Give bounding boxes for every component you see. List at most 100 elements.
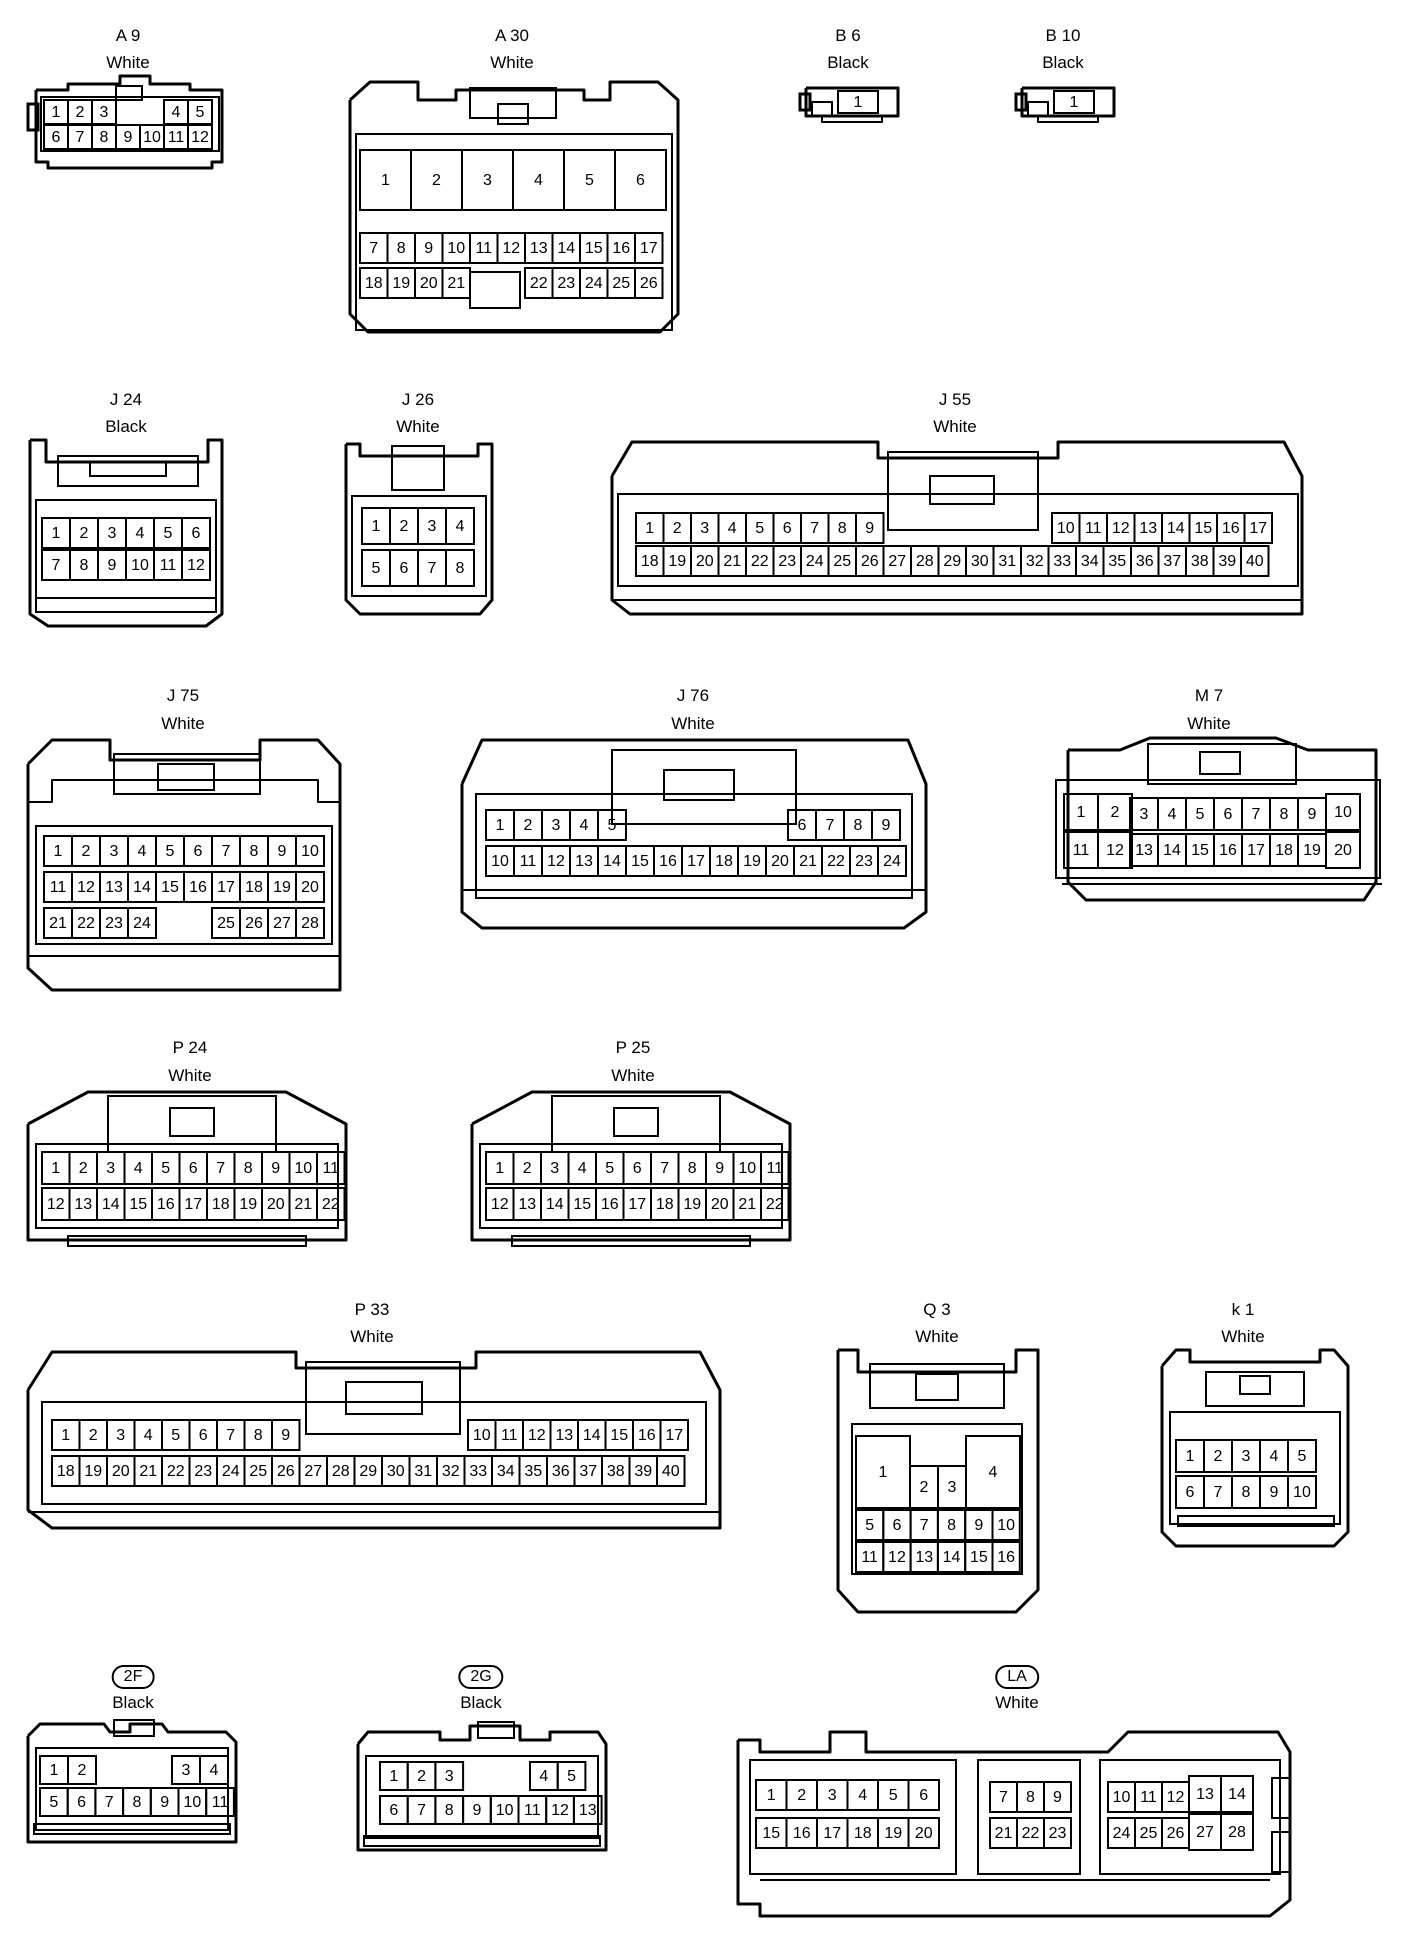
j75-housing	[26, 738, 342, 992]
pin-number: 18	[1275, 842, 1293, 859]
pin-number: 5	[605, 1160, 614, 1177]
connector-id-b10: B 10	[1045, 26, 1081, 45]
pin-number: 11	[212, 1794, 229, 1811]
a30-housing	[348, 80, 680, 334]
pin-number: 5	[372, 560, 381, 577]
pin-number: 40	[662, 1463, 680, 1480]
pin-number: 1	[61, 1427, 70, 1444]
pin-cavity	[1243, 512, 1273, 544]
pin-number: 5	[567, 1768, 576, 1785]
pin-number: 20	[1334, 842, 1352, 859]
pin-number: 12	[528, 1427, 546, 1444]
pin-number: 12	[191, 129, 209, 146]
pin-number: 23	[855, 853, 873, 870]
pin-number: 8	[947, 1517, 956, 1534]
pin-number: 13	[530, 240, 548, 257]
pin-number: 17	[640, 240, 658, 257]
pin-number: 23	[105, 915, 123, 932]
pin-number: 14	[557, 240, 575, 257]
pin-number: 9	[1308, 806, 1317, 823]
pin-number: 16	[189, 879, 207, 896]
pin-number: 14	[943, 1549, 961, 1566]
2g-key	[477, 1721, 515, 1739]
pin-number: 3	[700, 520, 709, 537]
pin-number: 21	[799, 853, 817, 870]
pin-number: 5	[889, 1787, 898, 1804]
pin-number: 18	[245, 879, 263, 896]
pin-number: 7	[52, 557, 61, 574]
pin-cavity	[991, 1509, 1021, 1541]
pin-number: 23	[1049, 1825, 1067, 1842]
pin-number: 17	[823, 1825, 841, 1842]
pin-number: 7	[1252, 806, 1261, 823]
pin-cavity	[205, 1787, 235, 1817]
pin-number: 1	[645, 520, 654, 537]
k1-face	[1169, 1411, 1341, 1525]
j26-latch	[391, 445, 445, 491]
pin-number: 32	[442, 1463, 460, 1480]
pin-cavity	[295, 835, 325, 867]
b6-base	[821, 116, 883, 123]
pin-number: 4	[1270, 1448, 1279, 1465]
pin-number: 8	[132, 1794, 141, 1811]
pin-cavity	[1220, 1775, 1254, 1813]
connector-id-q3: Q 3	[923, 1300, 951, 1319]
pin-number: 10	[143, 129, 161, 146]
pin-number: 6	[892, 1517, 901, 1534]
pin-number: 16	[659, 853, 677, 870]
pin-number: 9	[108, 557, 117, 574]
pin-number: 36	[552, 1463, 570, 1480]
pin-number: 5	[196, 104, 205, 121]
pin-number: 1	[381, 172, 390, 189]
pin-number: 3	[116, 1427, 125, 1444]
pin-cavity	[316, 1151, 346, 1185]
pin-number: 5	[1196, 806, 1205, 823]
pin-number: 10	[1057, 520, 1075, 537]
pin-number: 3	[948, 1479, 957, 1496]
pin-number: 19	[239, 1196, 257, 1213]
pin-number: 8	[456, 560, 465, 577]
pin-cavity	[656, 1455, 686, 1487]
pin-number: 1	[51, 1160, 60, 1177]
pin-number: 17	[1249, 520, 1267, 537]
pin-number: 3	[100, 104, 109, 121]
pin-number: 15	[585, 240, 603, 257]
pin-number: 15	[762, 1825, 780, 1842]
pin-number: 12	[547, 853, 565, 870]
pin-number: 7	[920, 1517, 929, 1534]
pin-cavity	[1043, 1781, 1072, 1813]
pin-number: 11	[1073, 842, 1090, 859]
pin-number: 2	[79, 1160, 88, 1177]
pin-number: 8	[1280, 806, 1289, 823]
pin-number: 1	[372, 518, 381, 535]
pin-number: 20	[267, 1196, 285, 1213]
pin-number: 8	[1242, 1484, 1251, 1501]
pin-number: 2	[89, 1427, 98, 1444]
pin-number: 3	[550, 1160, 559, 1177]
connector-id-a30: A 30	[494, 26, 530, 45]
connector-id-j55: J 55	[938, 390, 972, 409]
pin-number: 10	[294, 1160, 312, 1177]
pin-number: 21	[139, 1463, 157, 1480]
pin-number: 12	[1106, 842, 1124, 859]
pin-cavity	[316, 1187, 346, 1221]
connector-color-j55: White	[933, 417, 977, 436]
pin-number: 11	[520, 853, 537, 870]
pin-number: 7	[369, 240, 378, 257]
pin-cavity	[1097, 831, 1133, 869]
connector-id-b6: B 6	[835, 26, 861, 45]
j76-face	[475, 793, 913, 899]
pin-cavity	[434, 1761, 465, 1791]
a9-latch-left	[26, 102, 40, 132]
connector-id-p24: P 24	[172, 1038, 208, 1057]
pin-number: 1	[50, 1762, 59, 1779]
pin-number: 12	[888, 1549, 906, 1566]
pin-number: 6	[1224, 806, 1233, 823]
pin-number: 4	[580, 817, 589, 834]
pin-number: 20	[420, 275, 438, 292]
pin-cavity	[1325, 831, 1361, 869]
pin-number: 3	[483, 172, 492, 189]
p25-base	[511, 1235, 751, 1247]
pin-cavity	[659, 1419, 689, 1451]
pin-number: 4	[144, 1427, 153, 1444]
